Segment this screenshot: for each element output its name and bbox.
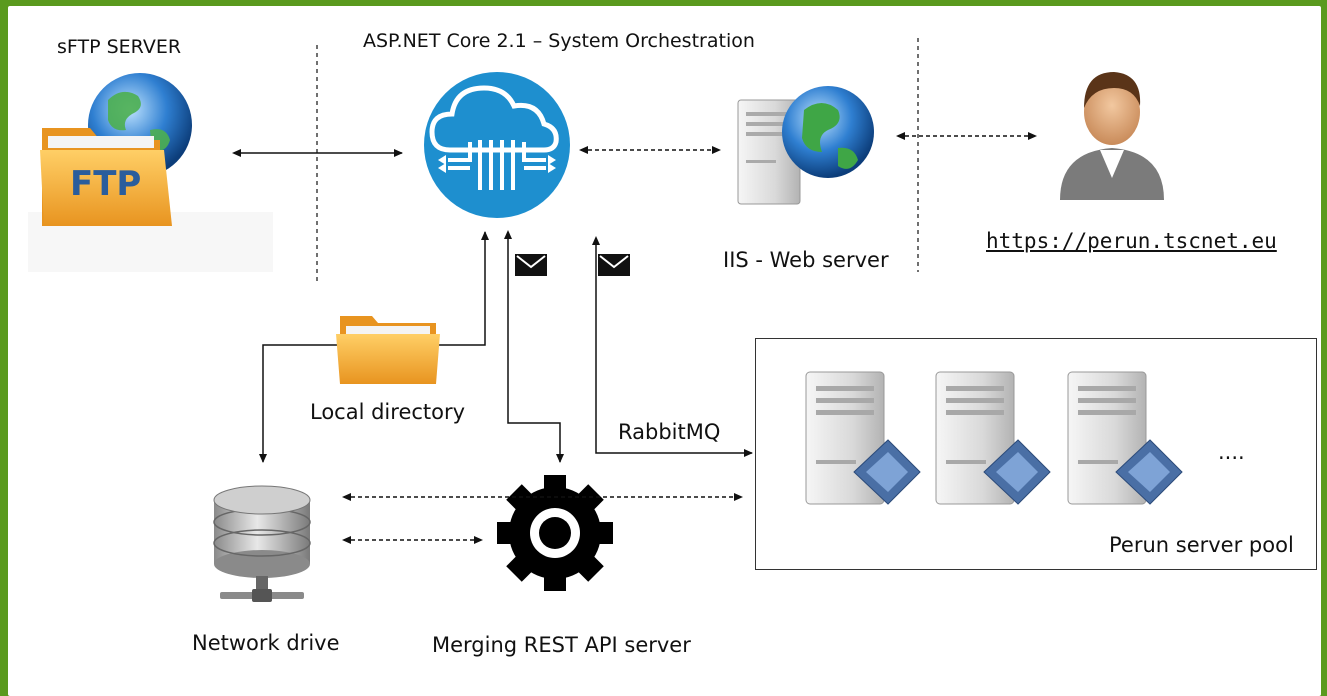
- arrow-rabbitmq: [592, 236, 753, 457]
- merging-server-label: Merging REST API server: [432, 633, 691, 657]
- pool-server-icon-2: [935, 371, 1051, 505]
- user-icon: [1060, 72, 1164, 200]
- network-drive-label: Network drive: [192, 631, 340, 655]
- envelope-icon-2: [598, 254, 630, 276]
- gear-icon: [497, 475, 613, 591]
- orchestration-cloud-icon: [424, 72, 570, 218]
- ftp-folder-text: FTP: [70, 164, 142, 204]
- orchestration-label: ASP.NET Core 2.1 – System Orchestration: [363, 30, 755, 52]
- ftp-server-icon: [28, 73, 273, 272]
- local-directory-label: Local directory: [310, 400, 466, 424]
- network-drive-icon: [213, 485, 311, 602]
- pool-server-icon-3: [1067, 371, 1183, 505]
- envelope-icon-1: [515, 254, 547, 276]
- server-pool-box: [755, 338, 1317, 570]
- iis-label: IIS - Web server: [723, 248, 889, 272]
- arrow-local-to-network: [259, 344, 340, 463]
- arrow-orchestration-merging: [504, 230, 564, 463]
- sftp-server-label: sFTP SERVER: [57, 36, 182, 58]
- rabbitmq-label: RabbitMQ: [618, 420, 721, 444]
- local-directory-folder-icon: [336, 316, 440, 384]
- server-pool-label: Perun server pool: [1109, 533, 1294, 557]
- perun-url-link[interactable]: https://perun.tscnet.eu: [986, 229, 1277, 253]
- pool-server-icon-1: [805, 371, 921, 505]
- iis-server-icon: [737, 86, 874, 205]
- arrow-local-to-orchestration: [430, 231, 489, 346]
- pool-ellipsis: ....: [1218, 440, 1245, 464]
